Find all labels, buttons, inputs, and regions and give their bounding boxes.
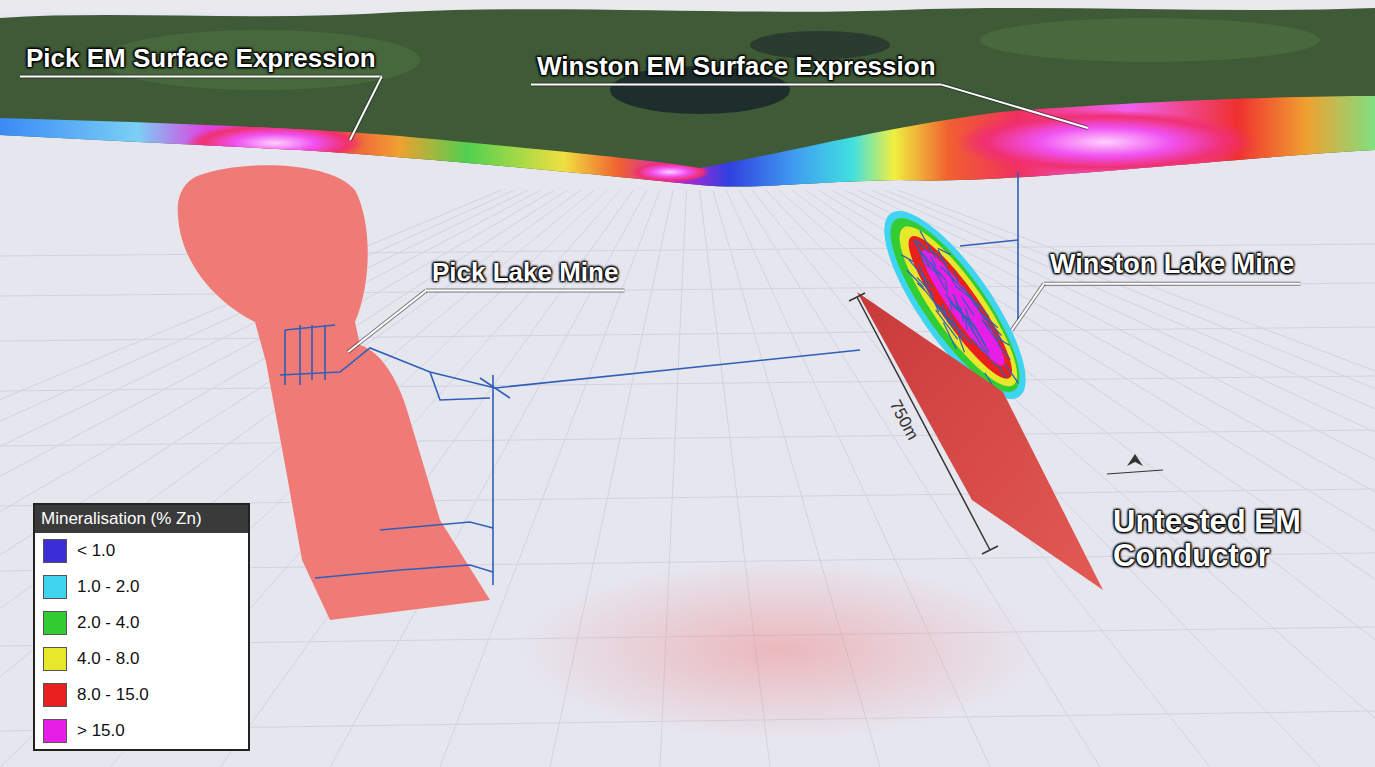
legend-row: 4.0 - 8.0 <box>35 641 248 677</box>
callout-label: Winston EM Surface Expression <box>537 52 936 81</box>
legend-text: 2.0 - 4.0 <box>77 613 139 633</box>
leader-line <box>348 291 426 352</box>
callout-label: Winston Lake Mine <box>1050 250 1294 280</box>
legend-title: Mineralisation (% Zn) <box>35 505 248 533</box>
leader-line <box>20 76 382 78</box>
legend-row: < 1.0 <box>35 533 248 569</box>
legend-row: 2.0 - 4.0 <box>35 605 248 641</box>
leader-line <box>531 83 942 87</box>
leader-line <box>20 75 382 79</box>
legend-swatch <box>43 683 67 707</box>
legend-row: 1.0 - 2.0 <box>35 569 248 605</box>
north-arrow <box>1107 454 1163 474</box>
leader-line <box>350 77 382 140</box>
leader-line <box>1012 284 1044 330</box>
dimension-label: 750m <box>885 397 921 443</box>
leader-line <box>348 291 426 352</box>
legend-swatch <box>43 647 67 671</box>
legend-swatch <box>43 539 67 563</box>
callout-label: Pick EM Surface Expression <box>26 44 376 73</box>
leader-line <box>426 289 624 293</box>
callout-label: Untested EM Conductor <box>1113 505 1363 573</box>
leader-line <box>942 85 1088 128</box>
leader-line <box>350 77 382 140</box>
leader-line <box>1012 284 1044 330</box>
legend-swatch <box>43 575 67 599</box>
legend-text: 1.0 - 2.0 <box>77 577 139 597</box>
legend-text: 4.0 - 8.0 <box>77 649 139 669</box>
callout-label: Pick Lake Mine <box>432 258 618 287</box>
leader-line <box>942 85 1088 128</box>
em-conductor-plate <box>857 292 1103 590</box>
leader-line <box>1044 282 1300 286</box>
legend-text: < 1.0 <box>77 541 115 561</box>
leader-line <box>426 290 624 292</box>
leader-line <box>1044 283 1300 285</box>
legend-text: 8.0 - 15.0 <box>77 685 149 705</box>
legend-row: 8.0 - 15.0 <box>35 677 248 713</box>
leader-line <box>531 84 942 86</box>
legend-swatch <box>43 719 67 743</box>
legend-text: > 15.0 <box>77 721 125 741</box>
dimension-bracket <box>849 293 998 554</box>
legend-box: Mineralisation (% Zn) < 1.0 1.0 - 2.0 2.0 -… <box>33 503 250 751</box>
legend-swatch <box>43 611 67 635</box>
legend-row: > 15.0 <box>35 713 248 749</box>
